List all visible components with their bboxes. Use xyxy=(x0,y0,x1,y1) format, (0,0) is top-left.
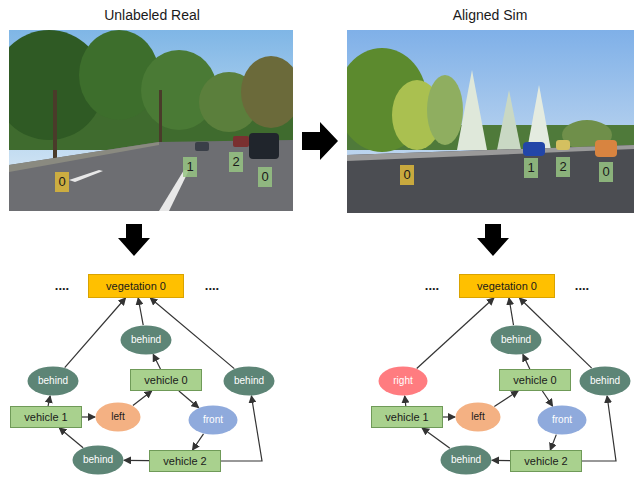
relation-arrow xyxy=(59,428,83,448)
node-text: 0 xyxy=(602,165,609,180)
relation-arrow xyxy=(542,391,552,406)
node-text: vegetation 0 xyxy=(106,280,166,293)
node-text: vehicle 1 xyxy=(24,411,67,424)
node-text: right xyxy=(393,375,412,387)
node-text: behind xyxy=(590,375,620,387)
relation-arrow xyxy=(138,298,143,325)
relation-ellipse: front xyxy=(188,405,238,435)
relation-ellipse: behind xyxy=(440,445,492,475)
ellipsis-mark: .... xyxy=(205,278,219,293)
relation-arrow xyxy=(179,391,199,408)
node-text: 0 xyxy=(261,170,268,185)
relation-arrow xyxy=(494,391,518,406)
node-text: behind xyxy=(501,334,531,346)
relation-ellipse: left xyxy=(95,402,141,432)
node-text: behind xyxy=(234,375,264,387)
node-text: left xyxy=(111,411,124,423)
node-text: front xyxy=(203,414,223,426)
relation-ellipse: behind xyxy=(579,366,631,396)
node-text: 0 xyxy=(403,168,410,183)
node-text: left xyxy=(471,411,484,423)
callout-number: 0 xyxy=(258,167,272,187)
relation-arrow xyxy=(405,396,406,406)
relation-ellipse: behind xyxy=(27,366,79,396)
down-arrow xyxy=(116,222,152,258)
relation-arrow xyxy=(443,416,455,417)
node-text: behind xyxy=(83,454,113,466)
node-text: 2 xyxy=(232,155,239,170)
relation-arrow xyxy=(193,434,204,450)
node-text: behind xyxy=(451,454,481,466)
callout-number: 1 xyxy=(183,157,197,177)
node-text: vehicle 0 xyxy=(144,374,187,387)
relation-arrow xyxy=(65,298,126,368)
ellipsis-mark: .... xyxy=(425,278,439,293)
relation-ellipse: front xyxy=(537,405,587,435)
object-box: vehicle 1 xyxy=(10,406,82,428)
callout-number: 2 xyxy=(556,157,570,177)
object-box: vegetation 0 xyxy=(459,274,555,298)
node-text: 2 xyxy=(559,160,566,175)
node-text: 1 xyxy=(527,161,534,176)
relation-arrow xyxy=(133,391,152,406)
object-box: vehicle 1 xyxy=(371,406,443,428)
node-text: 1 xyxy=(186,160,193,175)
node-text: 0 xyxy=(58,175,65,190)
relation-arrow xyxy=(48,396,50,406)
down-arrow xyxy=(475,222,511,258)
callout-number: 1 xyxy=(524,158,538,178)
object-box: vegetation 0 xyxy=(88,274,184,298)
relation-arrow xyxy=(124,460,149,462)
relation-ellipse: left xyxy=(455,402,501,432)
flow-arrow xyxy=(300,120,340,162)
relation-ellipse: right xyxy=(378,366,428,396)
node-text: front xyxy=(552,414,572,426)
relation-arrow xyxy=(153,354,160,369)
relation-arrow xyxy=(582,396,616,461)
node-text: vehicle 2 xyxy=(524,455,567,468)
relation-ellipse: behind xyxy=(72,445,124,475)
relation-arrow xyxy=(492,460,510,462)
node-text: vehicle 1 xyxy=(385,411,428,424)
ellipsis-mark: .... xyxy=(575,278,589,293)
node-text: vehicle 0 xyxy=(513,374,556,387)
ellipsis-mark: .... xyxy=(55,278,69,293)
relation-arrow xyxy=(550,435,556,450)
relation-ellipse: behind xyxy=(120,325,172,355)
callout-number: 0 xyxy=(599,162,613,182)
relation-arrow xyxy=(417,298,494,369)
callout-number: 0 xyxy=(55,172,69,192)
object-box: vehicle 0 xyxy=(499,369,571,391)
callout-number: 0 xyxy=(400,165,414,185)
relation-ellipse: behind xyxy=(490,325,542,355)
panel-title: Aligned Sim xyxy=(453,7,528,23)
object-box: vehicle 2 xyxy=(149,450,221,472)
node-text: vegetation 0 xyxy=(477,280,537,293)
node-text: behind xyxy=(131,334,161,346)
real-photo xyxy=(9,30,293,211)
relation-arrow xyxy=(422,428,450,448)
object-box: vehicle 2 xyxy=(510,450,582,472)
node-text: vehicle 2 xyxy=(163,455,206,468)
callout-number: 2 xyxy=(229,152,243,172)
relation-arrow xyxy=(509,298,514,325)
panel-title: Unlabeled Real xyxy=(104,7,200,23)
relation-arrow xyxy=(82,416,95,417)
node-text: behind xyxy=(38,375,68,387)
relation-ellipse: behind xyxy=(223,366,275,396)
object-box: vehicle 0 xyxy=(130,369,202,391)
relation-arrow xyxy=(523,355,530,370)
sim-render xyxy=(347,30,634,213)
